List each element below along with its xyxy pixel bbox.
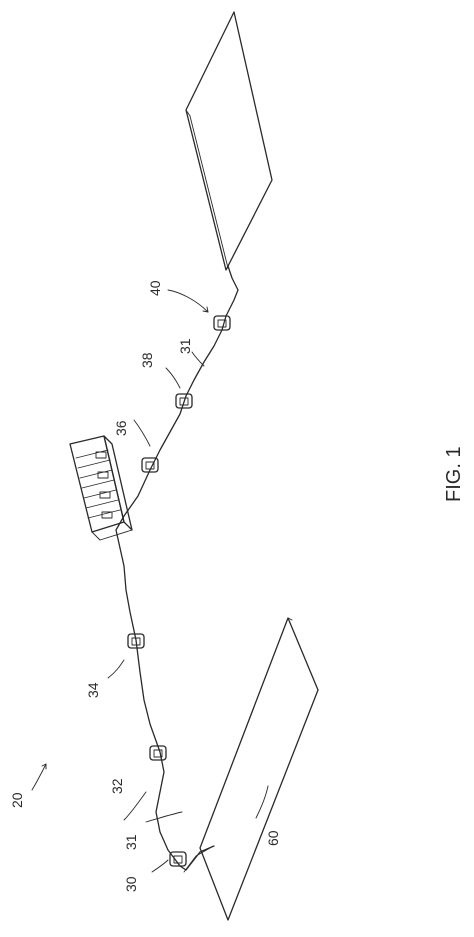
label-31-near: 31 bbox=[123, 834, 139, 850]
label-32: 32 bbox=[109, 778, 125, 794]
battery-block bbox=[69, 435, 133, 541]
label-36: 36 bbox=[113, 420, 129, 436]
node-40 bbox=[213, 315, 231, 331]
cable-main bbox=[115, 265, 239, 873]
label-30: 30 bbox=[123, 876, 139, 892]
panel-far bbox=[185, 11, 273, 271]
label-20: 20 bbox=[9, 792, 25, 808]
node-34 bbox=[127, 633, 145, 649]
node-36 bbox=[141, 457, 159, 473]
figure-caption: FIG. 1 bbox=[443, 446, 465, 502]
node-38 bbox=[175, 393, 193, 409]
label-34: 34 bbox=[85, 682, 101, 698]
node-32 bbox=[149, 745, 167, 761]
label-38: 38 bbox=[139, 352, 155, 368]
panel-near bbox=[199, 617, 319, 921]
node-30 bbox=[169, 851, 187, 867]
label-40: 40 bbox=[147, 280, 163, 296]
label-31-far: 31 bbox=[177, 338, 193, 354]
label-60: 60 bbox=[265, 830, 281, 846]
leader-lines bbox=[31, 289, 269, 873]
